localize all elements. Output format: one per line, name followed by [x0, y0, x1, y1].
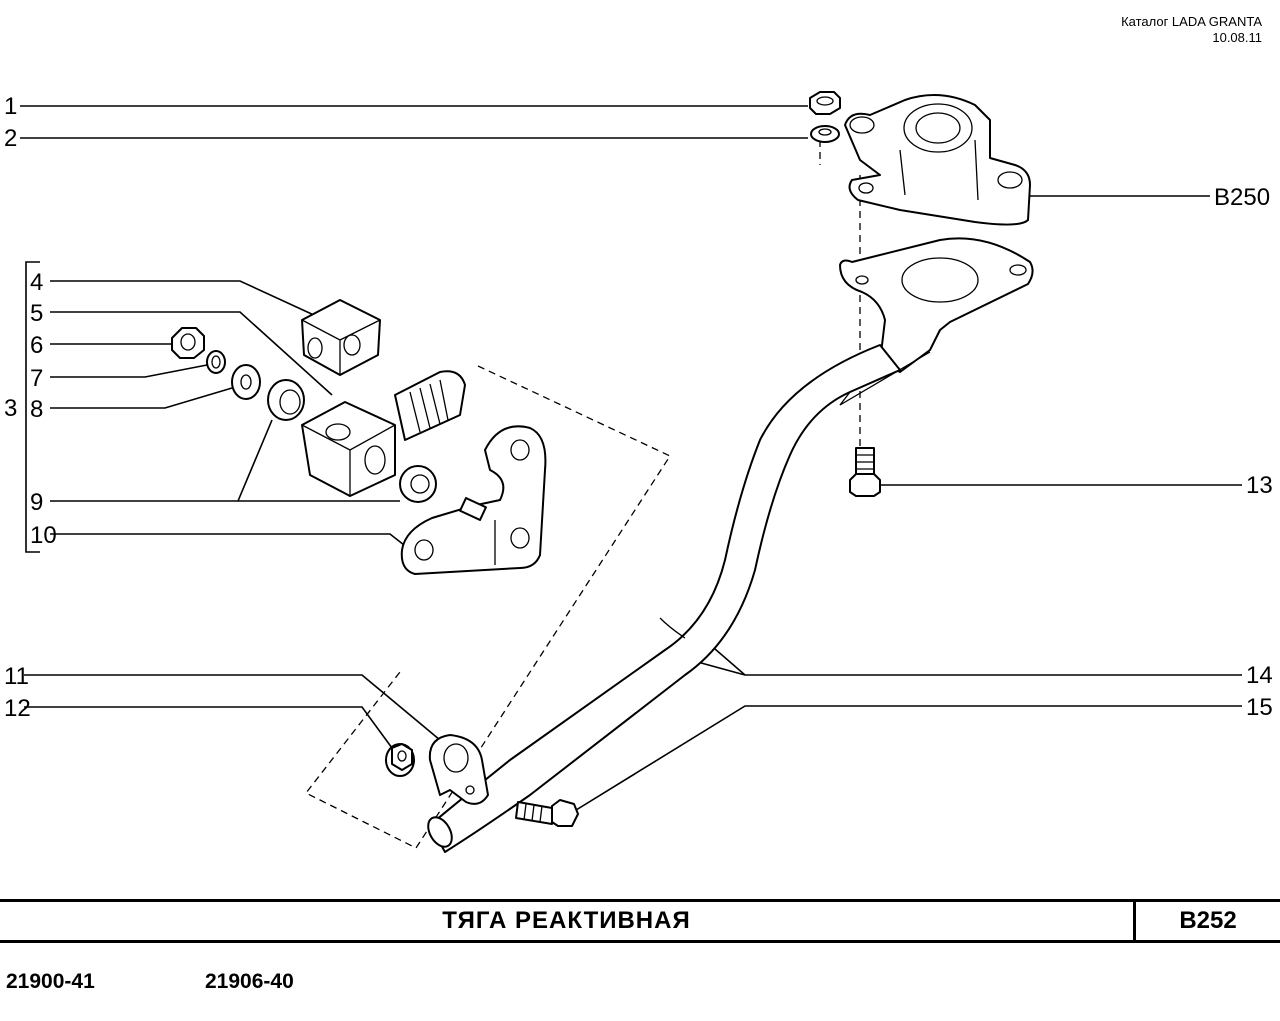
bolt-icon	[849, 447, 881, 497]
parts-diagram: 1 2 3 4 5 6 7 8 9 10 11 12 13 14 15 B250	[4, 91, 1273, 853]
model-code: 21906-40	[205, 970, 294, 993]
page-title: ТЯГА РЕАКТИВНАЯ	[442, 907, 691, 934]
dashed-assembly-lines	[305, 140, 861, 849]
spring-washer-icon	[206, 350, 226, 374]
model-list: 21900-41 21906-40	[0, 970, 1280, 1000]
callout-7: 7	[30, 365, 43, 392]
washer-icon	[810, 125, 840, 143]
flange-nut-icon	[385, 743, 415, 777]
mounting-plate-icon	[400, 425, 547, 575]
callout-3: 3	[4, 395, 17, 422]
reaction-rod-icon	[427, 237, 1034, 853]
callout-9: 9	[30, 489, 43, 516]
leader-lines	[20, 105, 1242, 816]
angled-bolt-icon	[515, 799, 579, 827]
bushing-lower-icon	[399, 465, 437, 503]
clamp-icon	[428, 734, 489, 805]
callout-2: 2	[4, 125, 17, 152]
callout-13: 13	[1246, 472, 1273, 499]
catalog-header: Каталог LADA GRANTA 10.08.11	[1121, 14, 1262, 46]
callout-6: 6	[30, 332, 43, 359]
callout-b250: B250	[1214, 184, 1270, 211]
splined-fork-icon	[301, 370, 466, 497]
callout-14: 14	[1246, 662, 1273, 689]
bushing-icon	[267, 379, 305, 421]
flat-washer-icon	[231, 364, 261, 400]
model-code: 21900-41	[6, 970, 95, 993]
callout-11: 11	[4, 663, 29, 690]
callout-5: 5	[30, 300, 43, 327]
catalog-name: Каталог LADA GRANTA	[1121, 14, 1262, 29]
callout-1: 1	[4, 93, 17, 120]
square-block-icon	[301, 299, 381, 376]
title-divider	[1133, 902, 1136, 940]
hex-nut-icon	[171, 327, 205, 359]
callout-4: 4	[30, 269, 43, 296]
callout-12: 12	[4, 695, 31, 722]
support-bracket-icon	[844, 94, 1031, 226]
catalog-date: 10.08.11	[1212, 30, 1262, 45]
group-3-bracket	[25, 261, 40, 553]
page-code: B252	[1179, 907, 1237, 934]
callout-10: 10	[30, 522, 57, 549]
callout-15: 15	[1246, 694, 1273, 721]
callout-8: 8	[30, 396, 43, 423]
title-bar: ТЯГА РЕАКТИВНАЯ B252	[0, 899, 1280, 943]
nut-icon	[809, 91, 841, 115]
